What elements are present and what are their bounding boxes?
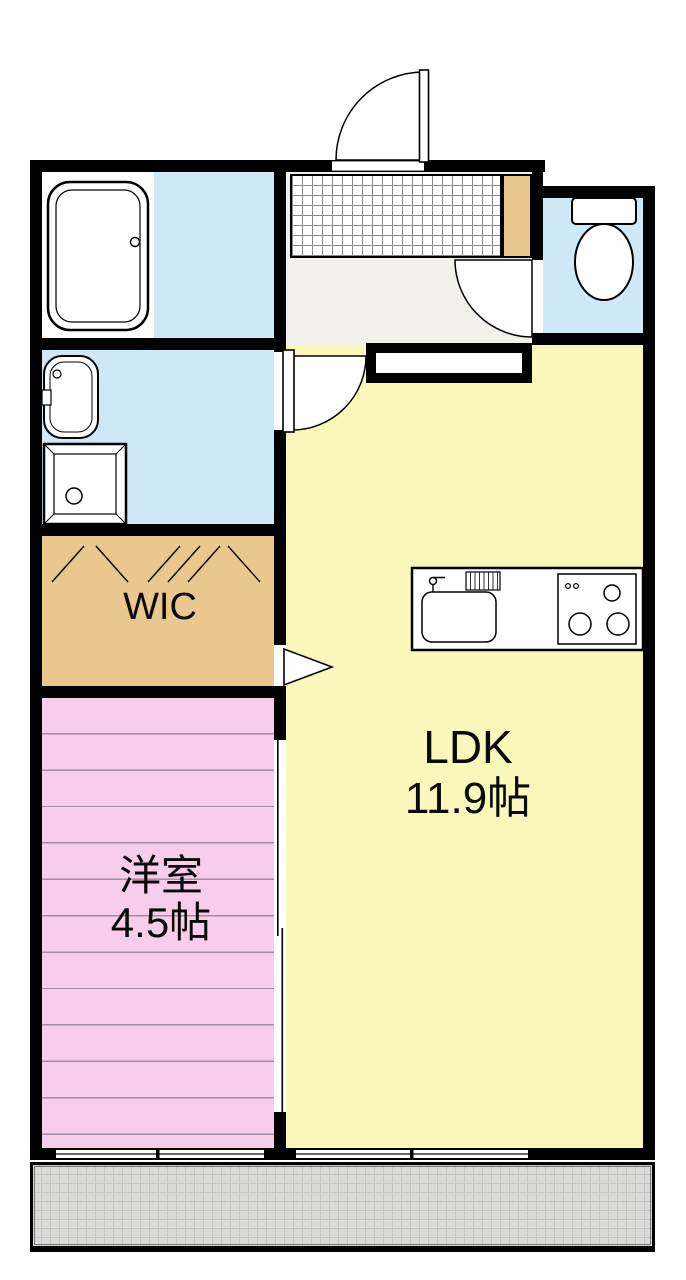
- ldk-room-size: 11.9帖: [404, 773, 532, 823]
- washroom-floor: [42, 350, 274, 524]
- ldk-floor: [286, 345, 643, 1148]
- wic-room-label: WIC: [123, 586, 197, 628]
- toilet-room-floor: [543, 198, 643, 333]
- western-room-floor: [42, 698, 274, 1148]
- shoe-cabinet: [502, 174, 532, 258]
- entrance-threshold: [332, 160, 424, 172]
- sliding-door: [274, 740, 286, 1112]
- bathtub-platform: [42, 172, 154, 338]
- balcony: [30, 1162, 655, 1252]
- ldk-room-label: LDK 11.9帖: [318, 721, 618, 823]
- balcony-railing-line: [34, 1166, 651, 1245]
- ldk-room-name: LDK: [423, 721, 513, 773]
- western-room-name: 洋室: [118, 852, 203, 899]
- window-bedroom: [56, 1148, 264, 1160]
- western-room-size: 4.5帖: [110, 899, 212, 947]
- entrance-door: [335, 69, 430, 163]
- western-room-label: 洋室 4.5帖: [48, 852, 274, 946]
- genkan-tile: [290, 174, 502, 258]
- window-ldk: [296, 1148, 528, 1160]
